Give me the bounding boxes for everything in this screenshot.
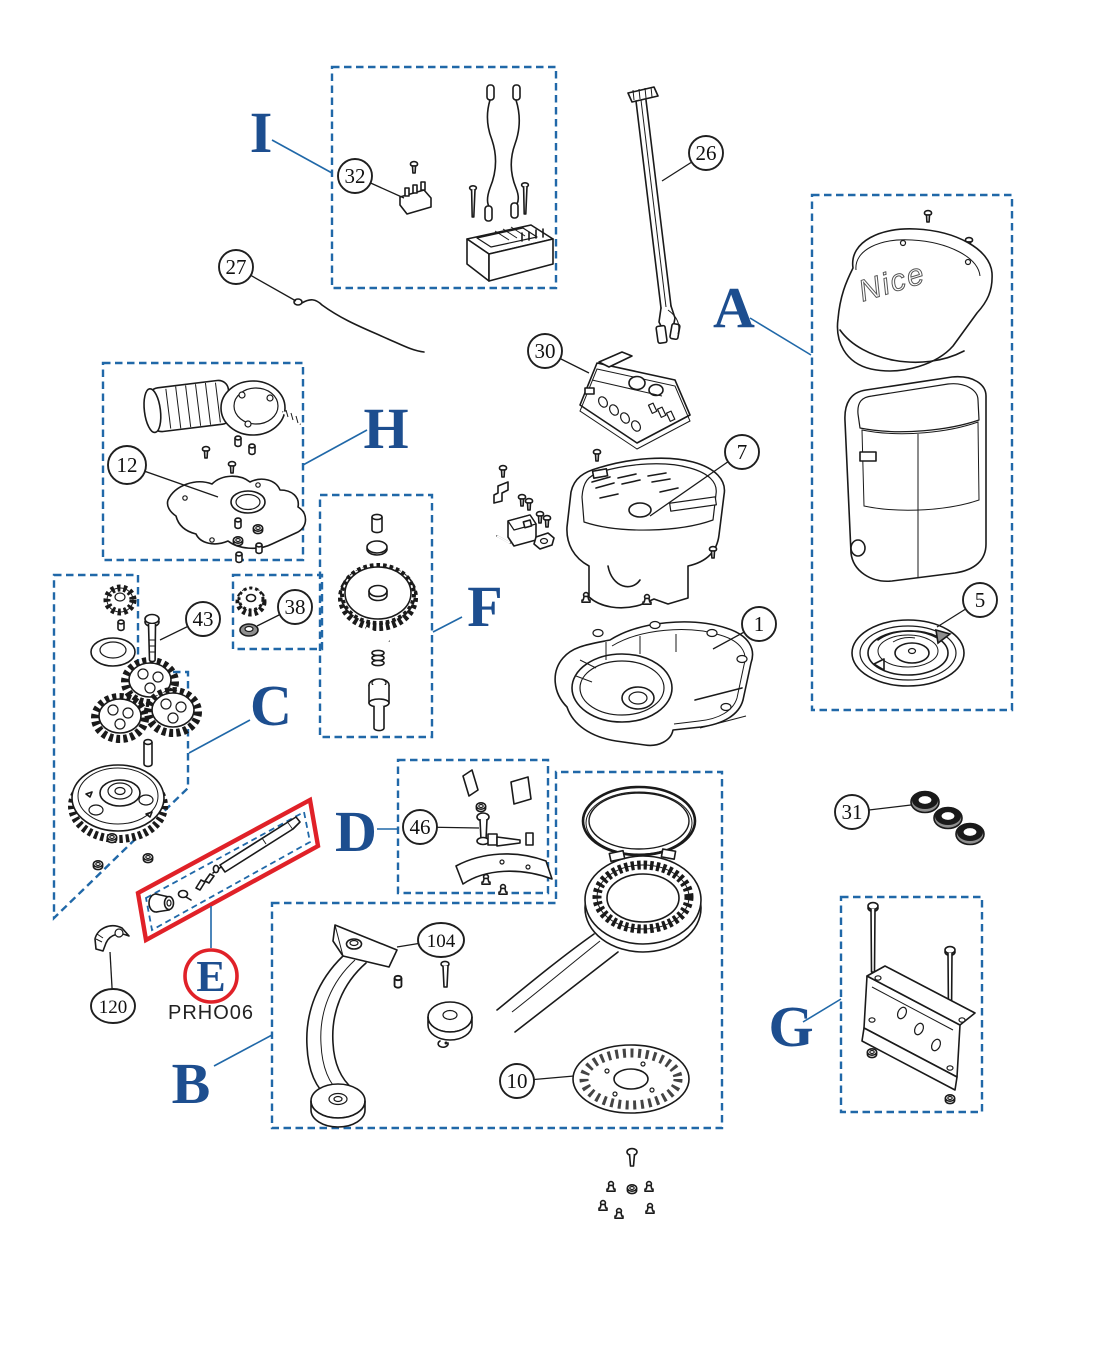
leader-group-i [271, 139, 333, 174]
svg-text:1: 1 [754, 612, 765, 636]
group-box-h [101, 361, 305, 562]
part-limit-switch-connector [399, 160, 432, 215]
callout-43: 43 [185, 601, 221, 637]
part-switch-hardware [493, 464, 555, 550]
callout-38: 38 [277, 589, 313, 625]
svg-text:46: 46 [410, 815, 431, 839]
callout-104: 104 [417, 922, 465, 958]
part-ribbon-cable [627, 86, 681, 345]
callout-46: 46 [402, 809, 438, 845]
group-label-g: G [768, 994, 813, 1059]
leader-group-b [213, 1034, 273, 1067]
part-transformer [466, 224, 554, 282]
callout-26: 26 [688, 135, 724, 171]
group-label-e: E [183, 948, 239, 1004]
group-label-b: B [172, 1051, 211, 1116]
part-antenna-wire [293, 298, 425, 353]
svg-text:38: 38 [285, 595, 306, 619]
leader-group-c [188, 719, 251, 754]
group-label-a: A [713, 275, 755, 340]
group-box-d [396, 758, 550, 895]
callout-7: 7 [724, 434, 760, 470]
svg-text:32: 32 [345, 164, 366, 188]
group-box-b [270, 770, 724, 1130]
part-release-lever [94, 924, 130, 952]
group-box-c [52, 573, 190, 921]
part-control-board [579, 351, 691, 450]
callout-12: 12 [107, 445, 147, 485]
part-cover: Nice [836, 209, 993, 372]
svg-text:104: 104 [427, 931, 456, 952]
callout-120: 120 [90, 988, 136, 1024]
svg-text:27: 27 [226, 255, 247, 279]
group-label-d: D [335, 799, 377, 864]
part-grommets [910, 790, 985, 846]
leader-group-f [432, 616, 463, 633]
leader-group-g [802, 998, 842, 1023]
group-label-h: H [363, 396, 408, 461]
callout-10: 10 [499, 1063, 535, 1099]
group-box-g [839, 895, 984, 1114]
group-label-i: I [250, 100, 273, 165]
part-loose-fasteners [598, 1147, 655, 1219]
group-box-a [810, 193, 1014, 712]
part-stop-kit [455, 769, 553, 896]
part-chassis-housing [566, 448, 726, 609]
part-pinion-38 [235, 586, 267, 637]
group-label-c: C [250, 673, 292, 738]
leader-group-h [302, 429, 368, 466]
part-housing-shell [844, 375, 987, 582]
group-box-f-small [231, 573, 324, 651]
part-oring [581, 785, 697, 857]
svg-text:31: 31 [842, 800, 863, 824]
svg-text:26: 26 [696, 141, 717, 165]
part-curved-arm [306, 924, 450, 1128]
callout-27: 27 [218, 249, 254, 285]
part-output-gear-set [338, 513, 418, 732]
callout-5: 5 [962, 582, 998, 618]
part-motor [143, 379, 301, 456]
svg-text:30: 30 [535, 339, 556, 363]
part-gear-train [68, 584, 202, 871]
part-worm-shaft-kit [148, 816, 301, 913]
callout-32: 32 [337, 158, 373, 194]
svg-text:7: 7 [737, 440, 748, 464]
group-label-f: F [467, 574, 502, 639]
group-box-i [330, 65, 558, 290]
group-box-f [318, 493, 434, 739]
part-motor-plate [166, 445, 307, 564]
svg-text:E: E [196, 952, 225, 1001]
group-box-e-highlight [135, 796, 321, 944]
part-bolt-43 [144, 613, 160, 663]
part-screws-long [468, 182, 530, 218]
part-wall-bracket [861, 901, 976, 1105]
svg-text:10: 10 [507, 1069, 528, 1093]
product-code: PRHO06 [168, 1002, 254, 1024]
svg-text:43: 43 [193, 607, 214, 631]
part-encoder-disc [572, 1044, 690, 1114]
part-ring-gear-arm [427, 848, 702, 1049]
callout-31: 31 [834, 794, 870, 830]
callout-1: 1 [741, 606, 777, 642]
svg-text:120: 120 [99, 997, 128, 1018]
svg-text:12: 12 [117, 453, 138, 477]
part-wires [484, 84, 521, 222]
part-release-disc [851, 619, 965, 687]
callout-30: 30 [527, 333, 563, 369]
part-gearbox-base [554, 591, 754, 747]
leader-group-a [749, 317, 812, 356]
svg-text:5: 5 [975, 588, 986, 612]
